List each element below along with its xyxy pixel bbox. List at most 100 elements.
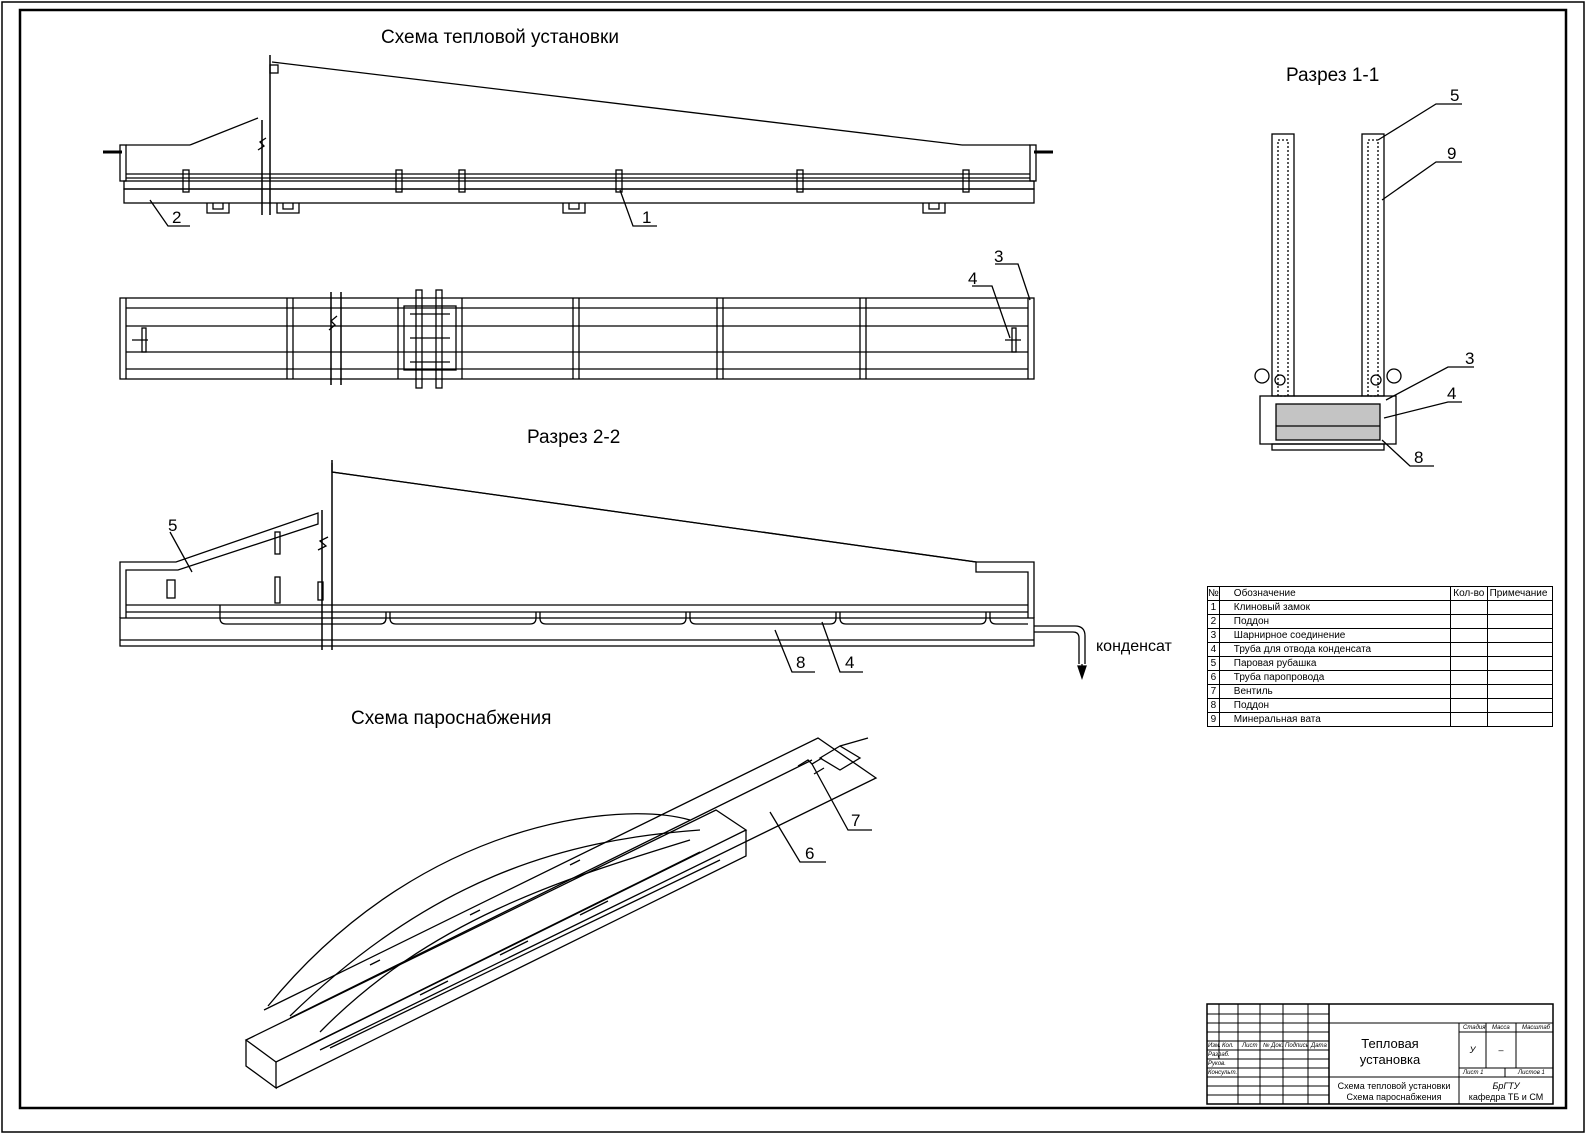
spec-cell-note [1486,614,1554,629]
inner-frame [18,8,1568,1110]
callout-plan-4: 4 [968,269,977,288]
callout-s11-4: 4 [1447,384,1456,403]
spec-cell-name: Минеральная вата [1218,712,1452,727]
tb-sheet-label: Лист 1 [1463,1070,1484,1076]
callout-s11-9: 9 [1447,144,1456,163]
tb-col-izm: Изм. [1208,1043,1221,1049]
spec-cell-qty [1450,642,1488,657]
tb-drawing-name-1: Тепловая [1361,1036,1419,1051]
spec-cell-no: 3 [1207,628,1220,643]
condensate-label: конденсат [1096,638,1173,655]
callout-s11-8: 8 [1414,448,1423,467]
tb-row-razrab: Разраб. [1208,1052,1230,1058]
spec-cell-name: Паровая рубашка [1218,656,1452,671]
spec-cell-qty [1450,600,1488,615]
tb-sheet-title-2: Схема пароснабжения [1346,1092,1442,1102]
tb-sheets-label: Листов 1 [1518,1070,1545,1076]
plan-view [119,263,1035,389]
spec-cell-qty [1450,628,1488,643]
callout-plan-3: 3 [994,247,1003,266]
tb-sheet-title-1: Схема тепловой установки [1337,1081,1451,1091]
tb-org-1: БрГТУ [1492,1081,1520,1091]
spec-cell-no: 1 [1207,600,1220,615]
section-1-1 [1254,103,1474,467]
heat-unit-side-view [103,55,1053,227]
spec-cell-note [1486,670,1554,685]
spec-cell-no: 8 [1207,698,1220,713]
wedge-locks [182,169,970,193]
spec-cell-name: Шарнирное соединение [1218,628,1452,643]
spec-cell-name: Клиновый замок [1218,600,1452,615]
spec-cell-name: Поддон [1218,614,1452,629]
spec-cell-no: 6 [1207,670,1220,685]
spec-cell-no: 4 [1207,642,1220,657]
callout-s11-3: 3 [1465,349,1474,368]
title-block-grid [1206,1003,1554,1105]
title-heat-unit: Схема тепловой установки [381,27,619,48]
tb-col-kol: Кол. [1222,1043,1234,1049]
tb-mass-header: Масса [1492,1025,1510,1031]
spec-cell-name: Труба для отвода конденсата [1218,642,1452,657]
callout-s11-5: 5 [1450,86,1459,105]
spec-cell-qty [1450,614,1488,629]
spec-cell-no: 7 [1207,684,1220,699]
spec-cell-qty [1450,684,1488,699]
spec-cell-note [1486,712,1554,727]
spec-cell-note [1486,656,1554,671]
title-section-1-1: Разрез 1-1 [1286,65,1379,86]
callout-steam-7: 7 [851,811,860,830]
tb-col-ndok: № Док. [1263,1043,1284,1049]
tb-scale-header: Масштаб [1522,1025,1551,1031]
callout-s22-4: 4 [845,653,854,672]
spec-cell-name: Вентиль [1218,684,1452,699]
spec-cell-qty [1450,670,1488,685]
spec-cell-note [1486,684,1554,699]
condensate-pipe-segments [219,605,1028,625]
tb-drawing-name-2: установка [1359,1052,1421,1067]
spec-header-qty: Кол-во [1450,586,1488,601]
tb-col-podp: Подпись [1285,1043,1309,1049]
tb-org-2: кафедра ТБ и СМ [1468,1092,1544,1102]
tb-stage-value: У [1469,1045,1476,1055]
spec-cell-note [1486,628,1554,643]
spec-header-note: Примечание [1486,586,1554,601]
section-2-2 [119,460,1087,681]
spec-header-row: № Обозначение Кол-во Примечание [1207,586,1554,601]
tb-row-konsult: Консульт. [1208,1070,1238,1076]
spec-cell-qty [1450,698,1488,713]
callout-top-2: 2 [172,208,181,227]
spec-cell-no: 5 [1207,656,1220,671]
spec-header-name: Обозначение [1218,586,1452,601]
spec-cell-no: 2 [1207,614,1220,629]
spec-cell-note [1486,600,1554,615]
callout-steam-6: 6 [805,844,814,863]
spec-cell-no: 9 [1207,712,1220,727]
tb-mass-value: – [1498,1045,1504,1055]
spec-cell-qty [1450,656,1488,671]
title-steam-supply: Схема пароснабжения [351,708,551,729]
tb-col-data: Дата [1311,1043,1327,1049]
callout-top-1: 1 [642,208,651,227]
spec-cell-note [1486,642,1554,657]
callout-s22-8: 8 [796,653,805,672]
spec-cell-note [1486,698,1554,713]
spec-header-no: № [1207,586,1220,601]
tb-col-list: Лист [1242,1043,1258,1049]
steam-supply-scheme [244,737,878,1090]
tb-row-ruk: Руков. [1208,1061,1226,1067]
tb-stage-header: Стадия [1463,1025,1486,1031]
spec-cell-name: Труба паропровода [1218,670,1452,685]
spec-cell-name: Поддон [1218,698,1452,713]
